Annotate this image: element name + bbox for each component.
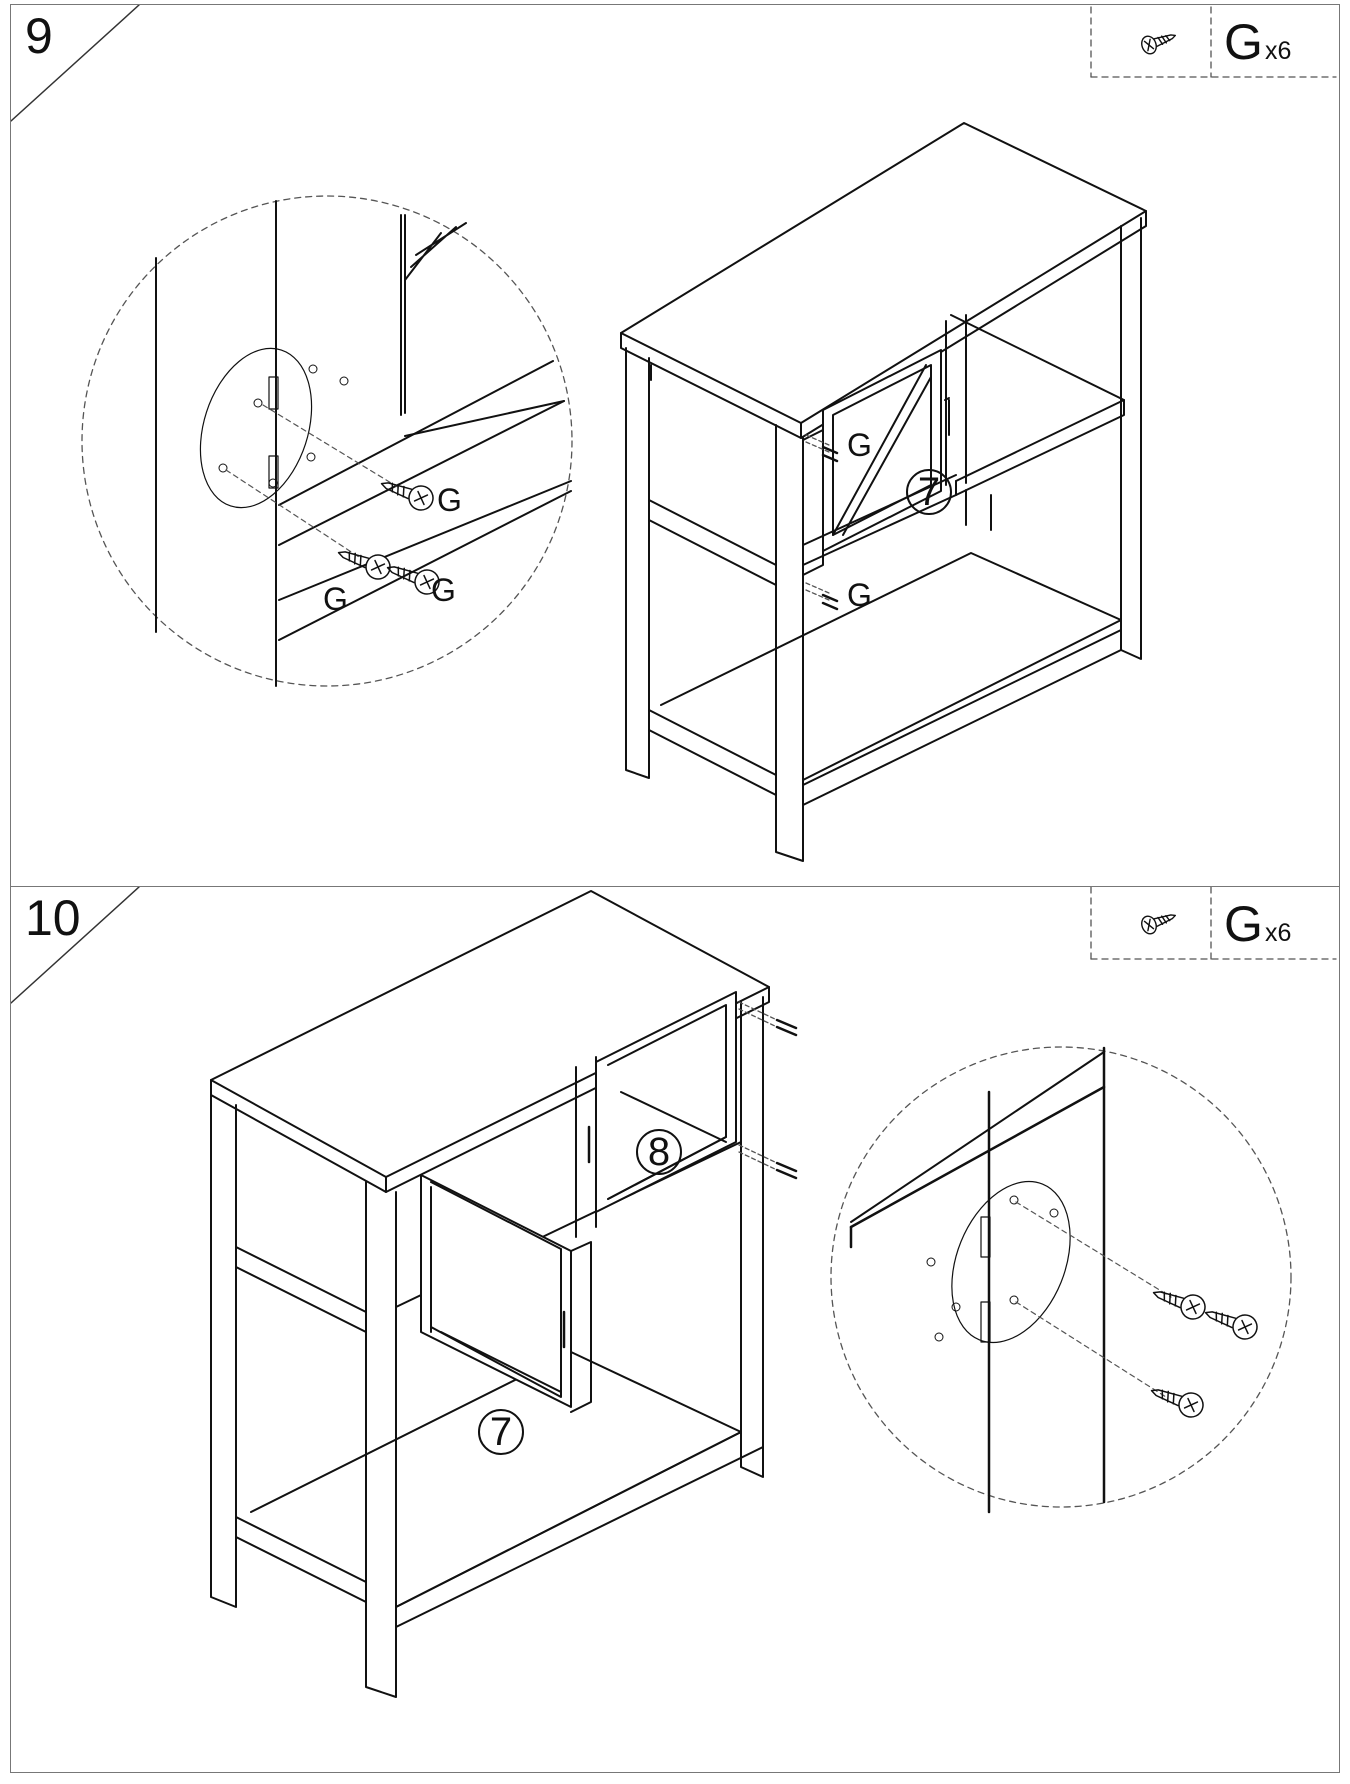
part-letter: G — [1224, 896, 1263, 952]
part-number-label: 7 — [489, 1410, 513, 1454]
screw-icon — [1141, 914, 1177, 935]
step-10-panel: 10 G x6 8 7 — [10, 887, 1340, 1773]
screw-label: G — [847, 577, 872, 613]
screw-icon — [1204, 1311, 1258, 1340]
step-10-parts-box — [1090, 887, 1337, 960]
step-9-number: 9 — [25, 8, 53, 64]
screw-label: G — [431, 572, 456, 608]
screw-label: G — [847, 427, 872, 463]
screw-label: G — [437, 482, 462, 518]
step-9-corner-divider — [11, 5, 140, 122]
step-9-parts-list: G x6 — [1088, 9, 1333, 77]
screw-icon — [380, 482, 434, 511]
screw-label: G — [323, 581, 348, 617]
part-quantity: x6 — [1265, 37, 1292, 65]
screw-icon — [1141, 34, 1177, 55]
step-9-panel: 9 G x6 G G G G G 7 — [10, 4, 1340, 887]
part-quantity: x6 — [1265, 919, 1292, 947]
step-10-number: 10 — [25, 890, 81, 946]
part-number-label: 8 — [647, 1130, 671, 1174]
step-10-corner-divider — [11, 887, 140, 1004]
step-9-drawing — [11, 5, 1337, 862]
step-10-drawing — [11, 887, 1337, 1698]
part-number-label: 7 — [917, 470, 941, 514]
step-10-cabinet — [210, 890, 798, 1698]
step-10-detail-magnifier — [830, 1046, 1292, 1514]
step-9-cabinet — [620, 122, 1147, 862]
screw-icon — [1152, 1291, 1206, 1320]
step-9-detail-magnifier — [81, 195, 573, 687]
screw-icon — [1150, 1389, 1204, 1418]
screw-icon — [337, 551, 391, 580]
step-9-parts-box — [1090, 6, 1337, 78]
screw-icon — [386, 566, 440, 595]
step-10-parts-list: G x6 — [1088, 891, 1333, 959]
part-letter: G — [1224, 14, 1263, 70]
